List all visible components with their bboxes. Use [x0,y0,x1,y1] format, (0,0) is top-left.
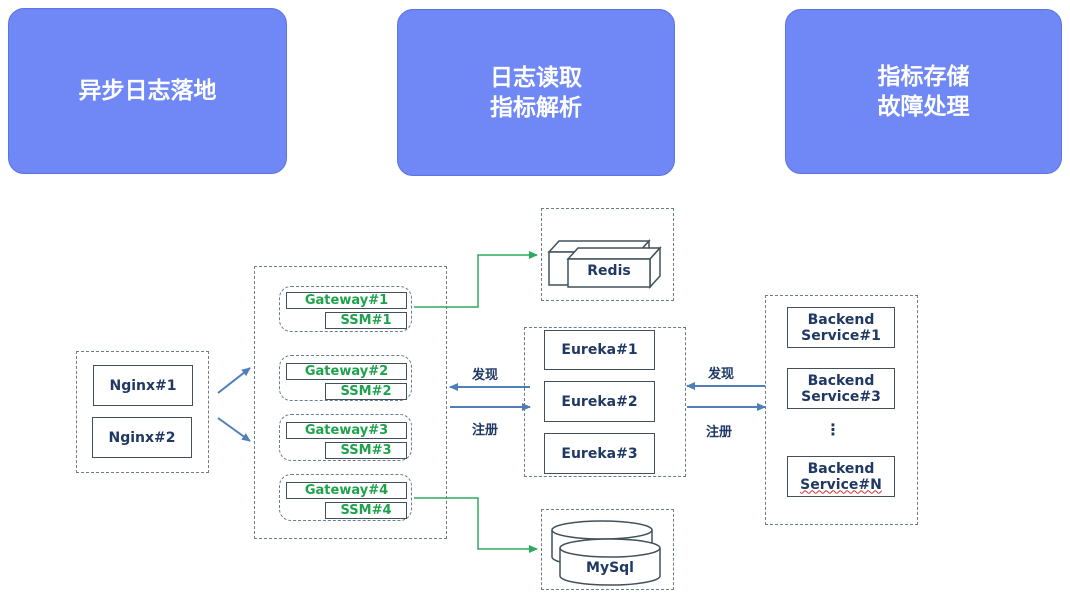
backend-cluster [765,295,918,525]
phase-title: 日志读取 [490,64,582,91]
mysql-container [541,509,674,590]
eureka-cluster [524,327,686,477]
left-discover-label: 发现 [472,368,499,383]
ssm-node: SSM#3 [325,442,407,459]
phase-title: 指标存储 [877,63,970,90]
phase-box-log-parse: 日志读取 指标解析 [397,9,675,176]
phase-subtitle: 指标解析 [490,94,582,121]
phase-title: 异步日志落地 [78,78,217,104]
gateway-group [279,414,412,461]
ssm-node: SSM#2 [325,383,407,400]
backend-ellipsis: ⋮ [825,420,841,439]
phase-subtitle: 故障处理 [877,93,970,120]
ssm-node: SSM#4 [325,502,407,519]
gateway-node: Gateway#1 [286,292,407,309]
redis-icon [547,239,662,289]
right-discover-label: 发现 [708,367,735,382]
eureka-node: Eureka#2 [544,381,655,422]
eureka-node: Eureka#1 [544,330,655,370]
phase-box-metric-storage: 指标存储 故障处理 [785,9,1062,174]
nginx-node: Nginx#2 [92,417,192,458]
nginx-to-gateway-arrow-down [217,417,251,442]
nginx-to-gateway-arrow-up [217,367,251,394]
right-register-label: 注册 [706,425,733,440]
gateway-group [279,474,412,521]
nginx-cluster [76,351,209,473]
mysql-icon [551,520,661,586]
mysql-label: MySql [586,560,634,576]
gateway-node: Gateway#4 [286,482,407,499]
left-register-label: 注册 [472,423,499,438]
gateway-group [279,286,412,332]
ssm-node: SSM#1 [325,312,407,329]
gateway-cluster [254,266,447,539]
phase-box-log-landing: 异步日志落地 [8,8,287,174]
redis-container [541,208,674,301]
redis-label: Redis [587,263,631,279]
gateway-node: Gateway#3 [286,422,407,439]
nginx-node: Nginx#1 [93,365,193,406]
gateway-node: Gateway#2 [286,363,407,380]
eureka-node: Eureka#3 [544,433,655,474]
gateway-group [279,355,412,401]
